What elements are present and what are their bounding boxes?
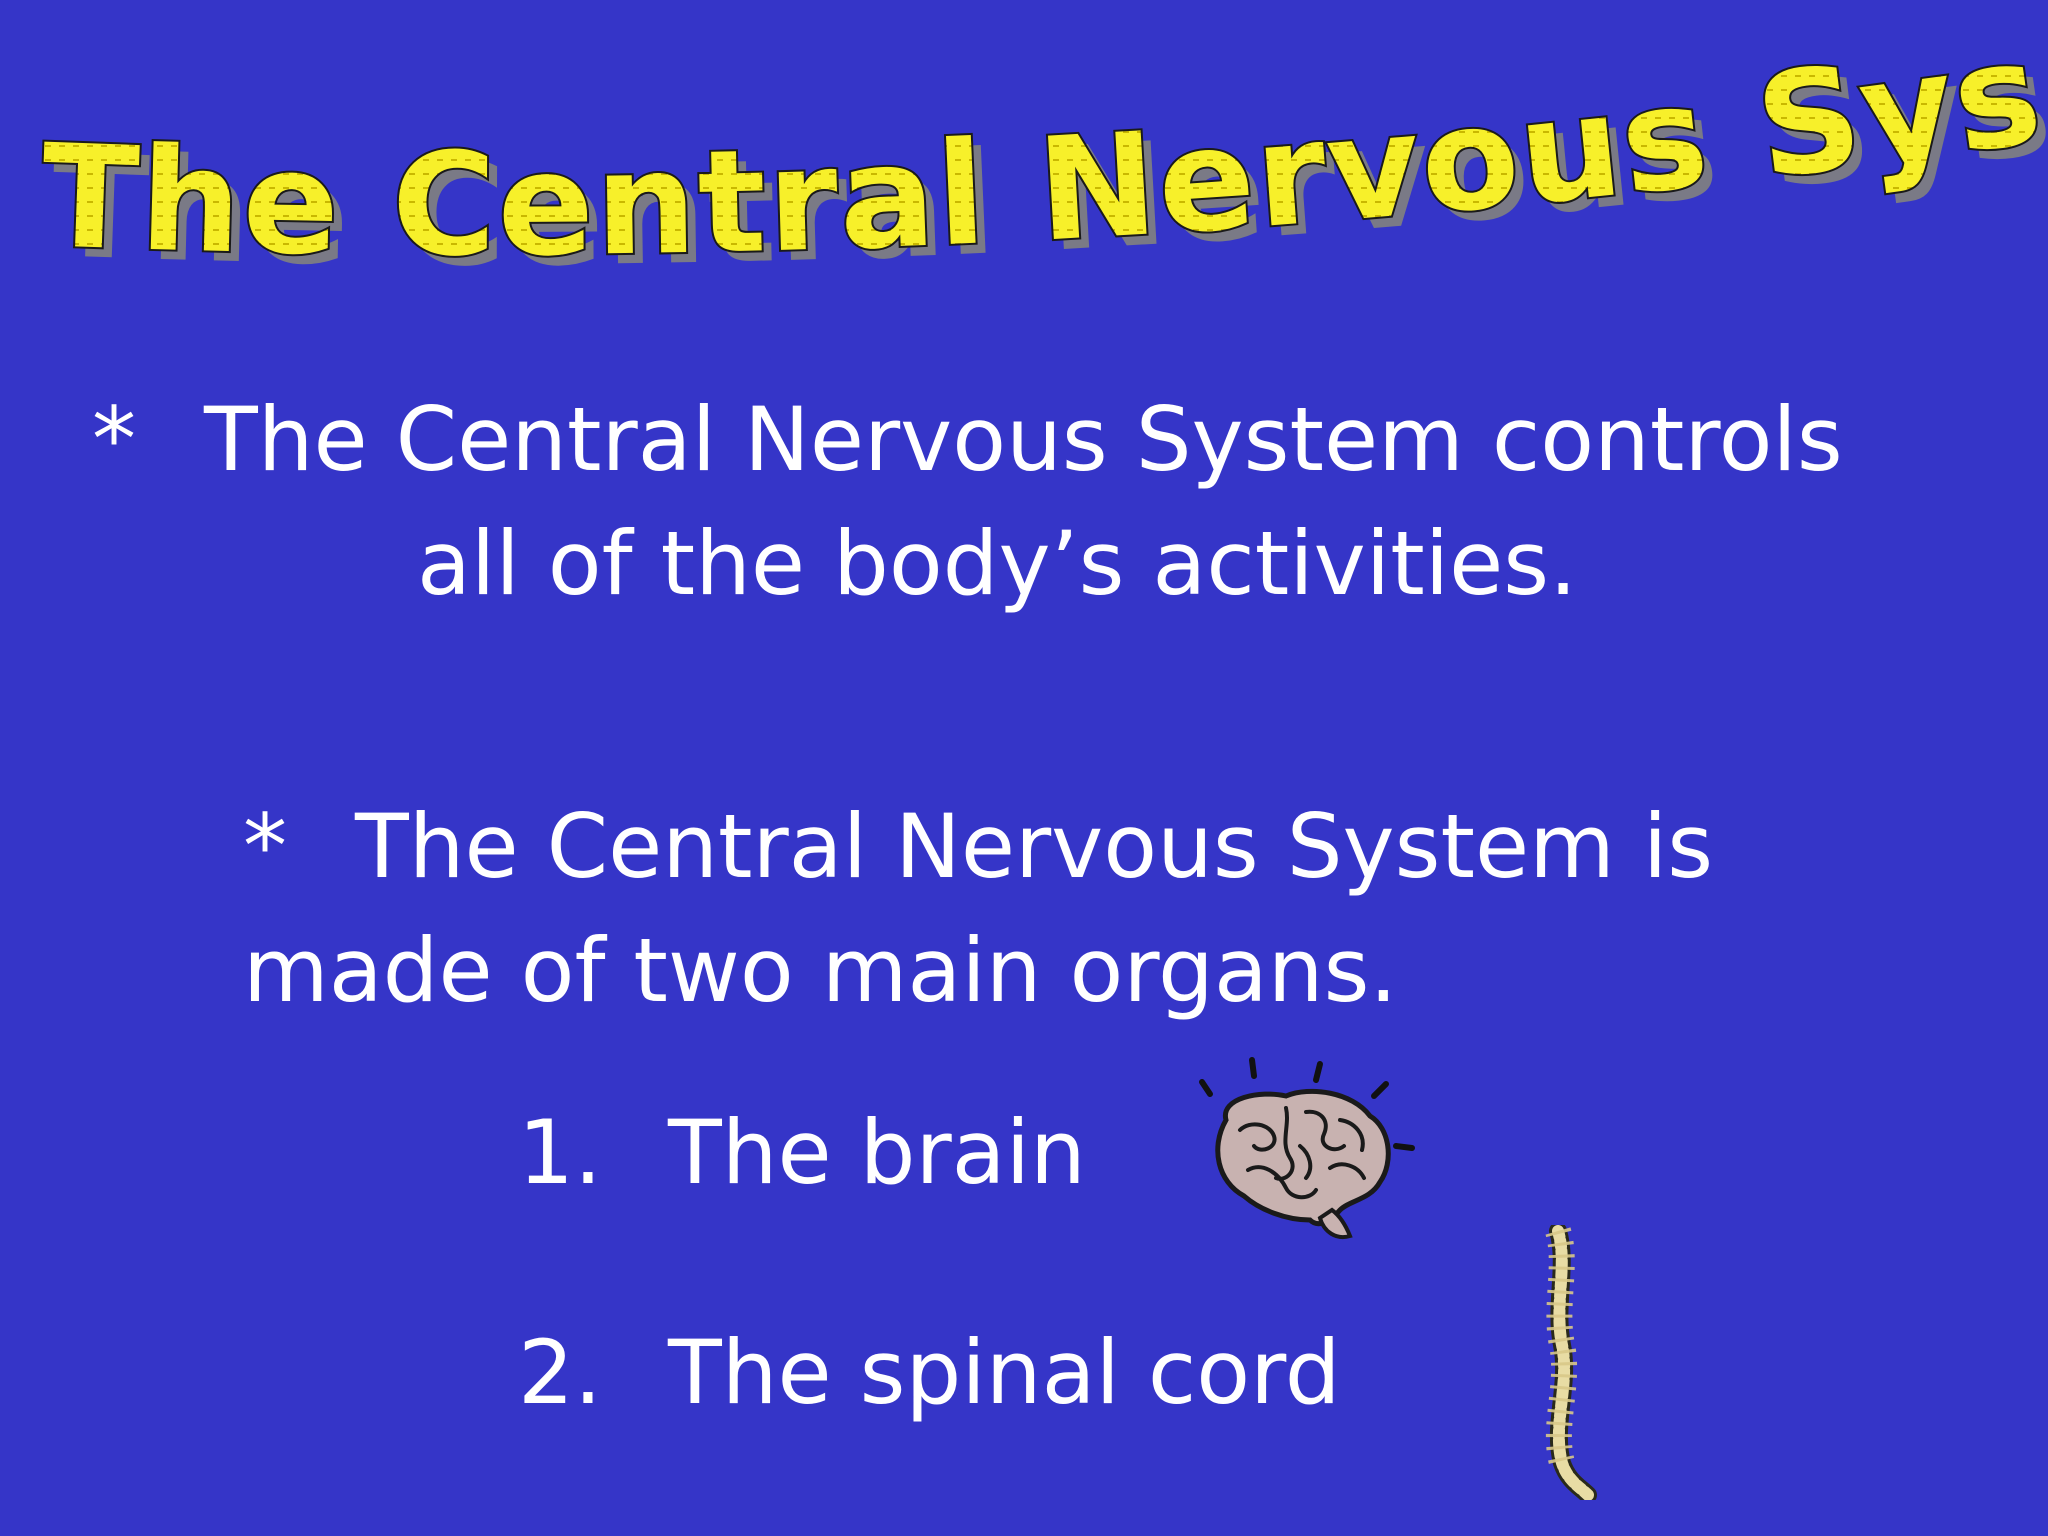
spine-icon (1545, 1225, 1597, 1500)
svg-text:The Central Nervous System: The Central Nervous System (0, 0, 2048, 288)
bullet-text: all of the body’s activities. (417, 512, 1578, 615)
bullet-text: made of two main organs. (243, 919, 1398, 1022)
title-text: The Central Nervous System (0, 0, 2048, 290)
bullet-text: The Central Nervous System controls (204, 388, 1843, 491)
list-label: The brain (668, 1101, 1086, 1204)
bullet-marker: * (243, 795, 287, 898)
list-number: 1. (518, 1101, 602, 1204)
bullet-line: * The Central Nervous System controls (92, 378, 2012, 502)
list-item-brain: 1. The brain (518, 1098, 1086, 1208)
brain-icon (1199, 1057, 1415, 1239)
bullet-line: * The Central Nervous System is (243, 785, 1943, 909)
list-label: The spinal cord (668, 1321, 1341, 1424)
bullet-marker: * (92, 388, 136, 491)
bullet-cns-organs: * The Central Nervous System is made of t… (243, 785, 1943, 1033)
bullet-text: The Central Nervous System is (355, 795, 1714, 898)
list-number: 2. (518, 1321, 602, 1424)
bullet-cns-controls: * The Central Nervous System controls all… (92, 378, 2012, 626)
list-item-spinal-cord: 2. The spinal cord (518, 1318, 1341, 1428)
slide-title: The Central Nervous System The Central N… (0, 0, 2048, 298)
